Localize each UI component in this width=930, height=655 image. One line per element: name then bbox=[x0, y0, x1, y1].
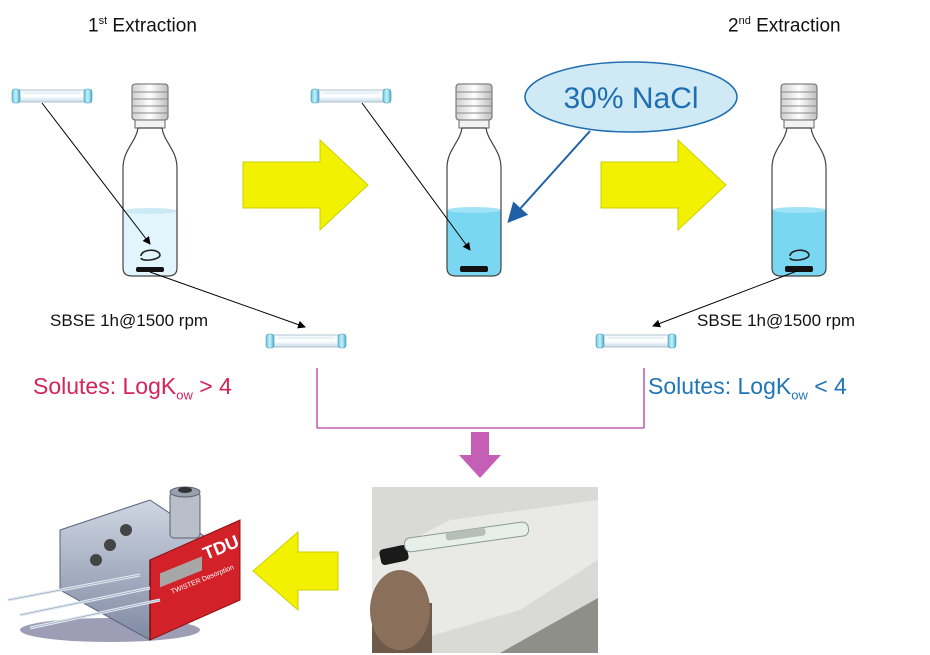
combine-down-arrow bbox=[459, 432, 501, 478]
combine-connector bbox=[316, 368, 645, 429]
process-arrow-to-tdu bbox=[252, 530, 339, 612]
twister-bar-after-second bbox=[595, 333, 677, 349]
vial-salted-sample bbox=[446, 83, 502, 277]
process-arrow-1 bbox=[242, 138, 369, 232]
solutes-high-logkow: Solutes: LogKow > 4 bbox=[33, 373, 232, 403]
second-extraction-title: 2nd Extraction bbox=[728, 15, 841, 37]
sbse-condition-left: SBSE 1h@1500 rpm bbox=[50, 311, 209, 330]
process-arrow-2 bbox=[600, 138, 727, 232]
pointer-vial3-to-bar bbox=[652, 270, 798, 328]
callout-pointer-arrow bbox=[507, 130, 591, 223]
pointer-bar-into-vial1 bbox=[41, 102, 151, 245]
first-extraction-title: 1st Extraction bbox=[88, 15, 197, 37]
solutes-low-logkow: Solutes: LogKow < 4 bbox=[648, 373, 847, 403]
nacl-callout: 30% NaCl bbox=[524, 61, 738, 133]
nacl-callout-text: 30% NaCl bbox=[563, 82, 698, 115]
desorption-tube-photo bbox=[370, 487, 598, 653]
twister-bar-after-first bbox=[265, 333, 347, 349]
vial-first-extraction bbox=[122, 83, 178, 277]
twister-bar-top-left bbox=[11, 88, 93, 104]
pointer-vial1-to-bar bbox=[149, 271, 306, 329]
pointer-bar-into-vial2 bbox=[361, 102, 471, 251]
sbse-condition-right: SBSE 1h@1500 rpm bbox=[697, 311, 856, 330]
tdu-device: TDU TWISTER Desorption bbox=[7, 486, 242, 642]
twister-bar-top-middle bbox=[310, 88, 392, 104]
vial-second-extraction bbox=[771, 83, 827, 277]
